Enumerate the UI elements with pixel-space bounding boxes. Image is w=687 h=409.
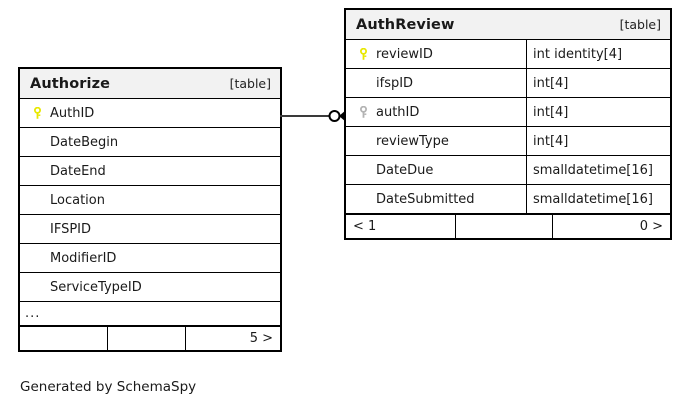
column-cell-name: AuthID [20, 99, 280, 127]
column-name-label: ifspID [376, 75, 414, 91]
column-cell-name: Location [20, 186, 280, 214]
no-key-spacer [354, 69, 376, 97]
footer-outgoing-count: 0 > [639, 219, 663, 234]
no-key-spacer [28, 273, 50, 301]
column-name-label: authID [376, 104, 420, 120]
table-row[interactable]: Location [20, 186, 280, 215]
column-type-label: int[4] [533, 75, 569, 91]
table-row[interactable]: DateDue smalldatetime[16] [346, 156, 670, 185]
cardinality-many-marker [339, 110, 346, 122]
column-cell-name: reviewID [346, 40, 527, 68]
column-cell-name: DateEnd [20, 157, 280, 185]
column-name-label: DateEnd [50, 163, 106, 179]
footer-incoming-count [20, 327, 109, 350]
column-name-label: Location [50, 192, 105, 208]
column-cell-name: DateDue [346, 156, 527, 184]
column-name-label: DateDue [376, 162, 434, 178]
more-columns-indicator: ... [20, 302, 280, 326]
table-authorize-name: Authorize [30, 75, 111, 92]
table-row[interactable]: IFSPID [20, 215, 280, 244]
column-name-label: IFSPID [50, 221, 92, 237]
table-row[interactable]: AuthID [20, 99, 280, 128]
table-authreview-footer: < 1 0 > [346, 214, 670, 238]
column-cell-name: reviewType [346, 127, 527, 155]
column-name-label: AuthID [50, 105, 95, 121]
table-row[interactable]: DateBegin [20, 128, 280, 157]
column-type-label: int identity[4] [533, 46, 623, 62]
column-name-label: ModifierID [50, 250, 117, 266]
generator-caption: Generated by SchemaSpy [20, 379, 197, 395]
column-name-label: reviewID [376, 46, 433, 62]
column-type-label: int[4] [533, 104, 569, 120]
table-authorize-header: Authorize [table] [20, 69, 280, 99]
footer-middle-cell [108, 327, 187, 350]
table-authreview-type-tag: [table] [619, 17, 661, 32]
table-authorize-type-tag: [table] [229, 76, 271, 91]
no-key-spacer [28, 215, 50, 243]
table-row[interactable]: DateSubmitted smalldatetime[16] [346, 185, 670, 214]
column-cell-name: DateSubmitted [346, 185, 527, 213]
table-authreview-name: AuthReview [356, 16, 455, 33]
column-type-label: int[4] [533, 133, 569, 149]
table-row[interactable]: authID int[4] [346, 98, 670, 127]
table-authreview-header: AuthReview [table] [346, 10, 670, 40]
no-key-spacer [28, 186, 50, 214]
column-name-label: DateBegin [50, 134, 119, 150]
table-row[interactable]: ServiceTypeID [20, 273, 280, 302]
footer-incoming-count: < 1 [346, 215, 457, 238]
primary-key-icon [354, 40, 376, 68]
no-key-spacer [28, 244, 50, 272]
table-row[interactable]: DateEnd [20, 157, 280, 186]
column-cell-name: DateBegin [20, 128, 280, 156]
column-cell-name: ifspID [346, 69, 527, 97]
table-row[interactable]: reviewType int[4] [346, 127, 670, 156]
column-name-label: DateSubmitted [376, 191, 475, 207]
footer-middle-cell [456, 215, 554, 238]
primary-key-icon [28, 99, 50, 127]
table-authorize[interactable]: Authorize [table] AuthID DateBegin [18, 67, 282, 352]
table-row[interactable]: reviewID int identity[4] [346, 40, 670, 69]
no-key-spacer [354, 127, 376, 155]
column-name-label: reviewType [376, 133, 449, 149]
relationship-connector-authorize-authreview[interactable] [276, 100, 348, 134]
column-cell-name: ServiceTypeID [20, 273, 280, 301]
no-key-spacer [354, 185, 376, 213]
column-name-label: ServiceTypeID [50, 279, 142, 295]
footer-outgoing-count: 5 > [249, 331, 273, 346]
column-type-label: smalldatetime[16] [533, 191, 653, 207]
column-cell-name: ModifierID [20, 244, 280, 272]
foreign-key-icon [354, 98, 376, 126]
no-key-spacer [28, 128, 50, 156]
table-authorize-footer: 5 > [20, 326, 280, 350]
column-cell-name: authID [346, 98, 527, 126]
cardinality-zero-marker [328, 110, 341, 122]
no-key-spacer [354, 156, 376, 184]
table-row[interactable]: ifspID int[4] [346, 69, 670, 98]
table-row[interactable]: ModifierID [20, 244, 280, 273]
table-authreview[interactable]: AuthReview [table] reviewID int identity… [344, 8, 672, 240]
column-cell-name: IFSPID [20, 215, 280, 243]
no-key-spacer [28, 157, 50, 185]
column-type-label: smalldatetime[16] [533, 162, 653, 178]
